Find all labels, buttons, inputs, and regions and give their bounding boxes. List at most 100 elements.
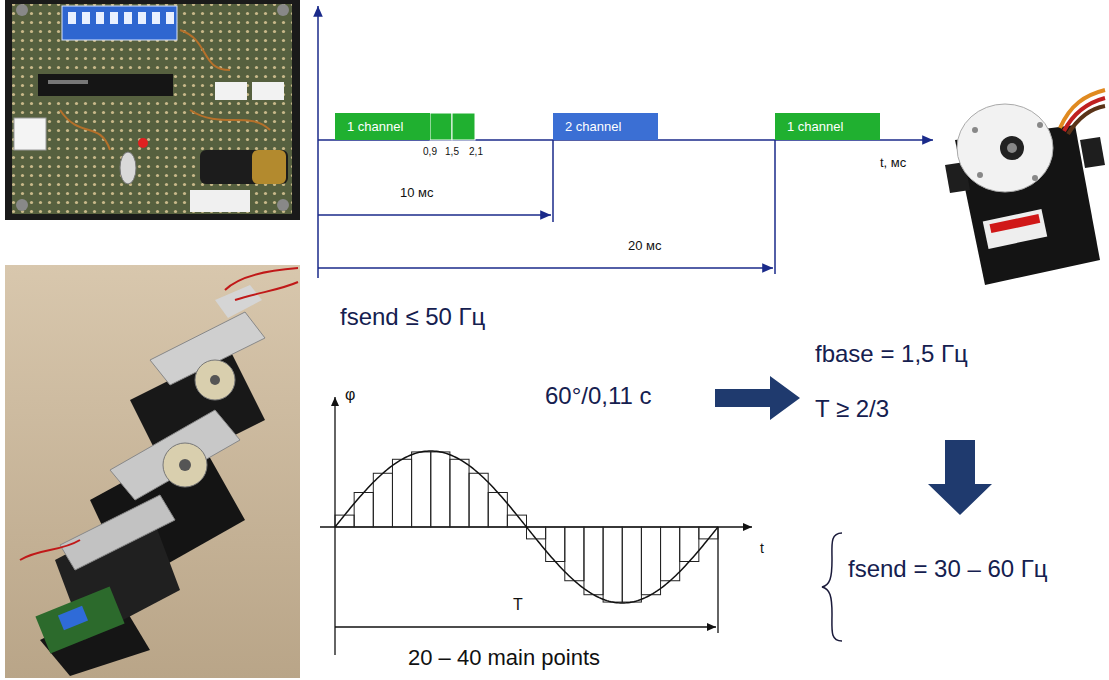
servo-photo	[1032, 175, 1038, 181]
label-text: T	[513, 596, 523, 613]
snake-robot-photo	[35, 586, 124, 653]
sample-step	[392, 459, 411, 527]
servo-photo	[1007, 143, 1017, 153]
circuit-board-photo	[138, 138, 148, 148]
circuit-board-photo	[277, 4, 289, 16]
circuit-board-photo	[124, 12, 132, 24]
sample-step	[373, 473, 392, 527]
snake-robot-photo	[58, 606, 88, 631]
sample-step	[641, 527, 660, 595]
timing-axes	[318, 214, 551, 216]
snake-robot-photo	[215, 285, 262, 318]
circuit-board-photo	[5, 0, 300, 220]
circuit-board-photo	[166, 12, 174, 24]
circuit-board-photo	[16, 4, 28, 16]
sample-step	[603, 527, 622, 602]
channel-label: 2 channel	[565, 119, 621, 135]
sample-step	[565, 527, 584, 581]
servo-photo	[1068, 106, 1105, 134]
circuit-board-photo	[190, 190, 250, 212]
snake-robot-photo	[225, 268, 298, 300]
annotation: 0,9	[423, 146, 437, 158]
annotation: 10 мс	[400, 186, 434, 201]
sample-step	[335, 515, 354, 527]
sample-step	[354, 492, 373, 527]
servo-photo	[972, 127, 978, 133]
block-arrow	[715, 376, 800, 420]
sample-step	[546, 527, 565, 562]
channel-label: 1 channel	[787, 119, 843, 135]
circuit-board-photo	[12, 4, 292, 214]
snake-robot-photo	[110, 410, 240, 500]
label-text: T ≥ 2/3	[815, 395, 889, 422]
annotation: 20 – 40 main points	[408, 645, 600, 670]
sample-step	[412, 452, 431, 527]
channel-pulse: 1 channel	[335, 113, 430, 140]
channel-label: 1 channel	[347, 119, 403, 135]
circuit-board-photo	[96, 12, 104, 24]
circuit-board-photo	[252, 150, 286, 184]
pulse-width-segments	[452, 113, 475, 140]
sample-step	[680, 527, 699, 562]
label-text: fbase = 1,5 Гц	[815, 340, 968, 367]
servo-photo	[990, 214, 1041, 233]
annotation: φ	[345, 386, 355, 404]
annotation: 1,5	[445, 146, 459, 158]
circuit-board-photo	[14, 118, 46, 150]
annotation: fsend = 30 – 60 Гц	[848, 555, 1048, 583]
circuit-board-photo	[68, 12, 174, 24]
sample-step	[527, 527, 546, 539]
servo-photo	[1080, 137, 1105, 168]
circuit-board-photo	[62, 6, 177, 40]
servo-photo	[983, 209, 1048, 249]
annotation: 20 мс	[628, 239, 662, 254]
circuit-board-photo	[120, 152, 136, 184]
label-text: fsend = 30 – 60 Гц	[848, 555, 1048, 582]
circuit-board-photo	[5, 0, 300, 220]
sine-curve	[335, 451, 718, 603]
label-text: 0,9	[423, 146, 437, 157]
label-text: 60°/0,11 с	[545, 382, 652, 409]
pulse-width-segments	[430, 113, 475, 140]
annotation: t, мс	[880, 156, 906, 171]
servo-photo	[1037, 122, 1043, 128]
annotation: 60°/0,11 с	[545, 382, 652, 410]
servo-photo	[957, 104, 1053, 192]
sine-axes	[717, 527, 718, 633]
block-arrow	[928, 440, 992, 515]
channel-pulse: 1 channel	[775, 113, 880, 140]
sample-step	[661, 527, 680, 581]
circuit-board-photo	[16, 199, 28, 211]
sample-step	[622, 527, 641, 602]
annotation: fsend ≤ 50 Гц	[340, 303, 485, 331]
annotation: T ≥ 2/3	[815, 395, 889, 423]
timing-axes	[774, 140, 776, 274]
snake-robot-photo	[20, 540, 80, 560]
servo-photo	[977, 172, 983, 178]
circuit-board-photo	[200, 150, 288, 184]
sample-step	[469, 473, 488, 527]
circuit-board-photo	[38, 74, 173, 96]
label-text: t	[760, 540, 764, 556]
timing-axes	[318, 267, 773, 269]
annotation: t	[760, 540, 764, 556]
circuit-board-photo	[60, 30, 270, 150]
block-arrow	[715, 376, 992, 515]
sampled-sine	[335, 451, 718, 603]
snake-robot-photo	[210, 375, 220, 385]
circuit-board-photo	[110, 12, 118, 24]
sine-axes	[320, 397, 752, 655]
timing-axes	[552, 140, 554, 222]
label-text: fsend ≤ 50 Гц	[340, 303, 485, 330]
sample-step	[488, 492, 507, 527]
sample-step	[431, 452, 450, 527]
circuit-board-photo	[48, 80, 88, 84]
sample-step	[699, 527, 718, 539]
circuit-board-photo	[215, 82, 247, 100]
sample-step	[450, 459, 469, 527]
pulse-width-segments	[430, 113, 452, 140]
circuit-board-photo	[277, 199, 289, 211]
snake-robot-photo	[5, 265, 300, 678]
circuit-board-photo	[152, 12, 160, 24]
